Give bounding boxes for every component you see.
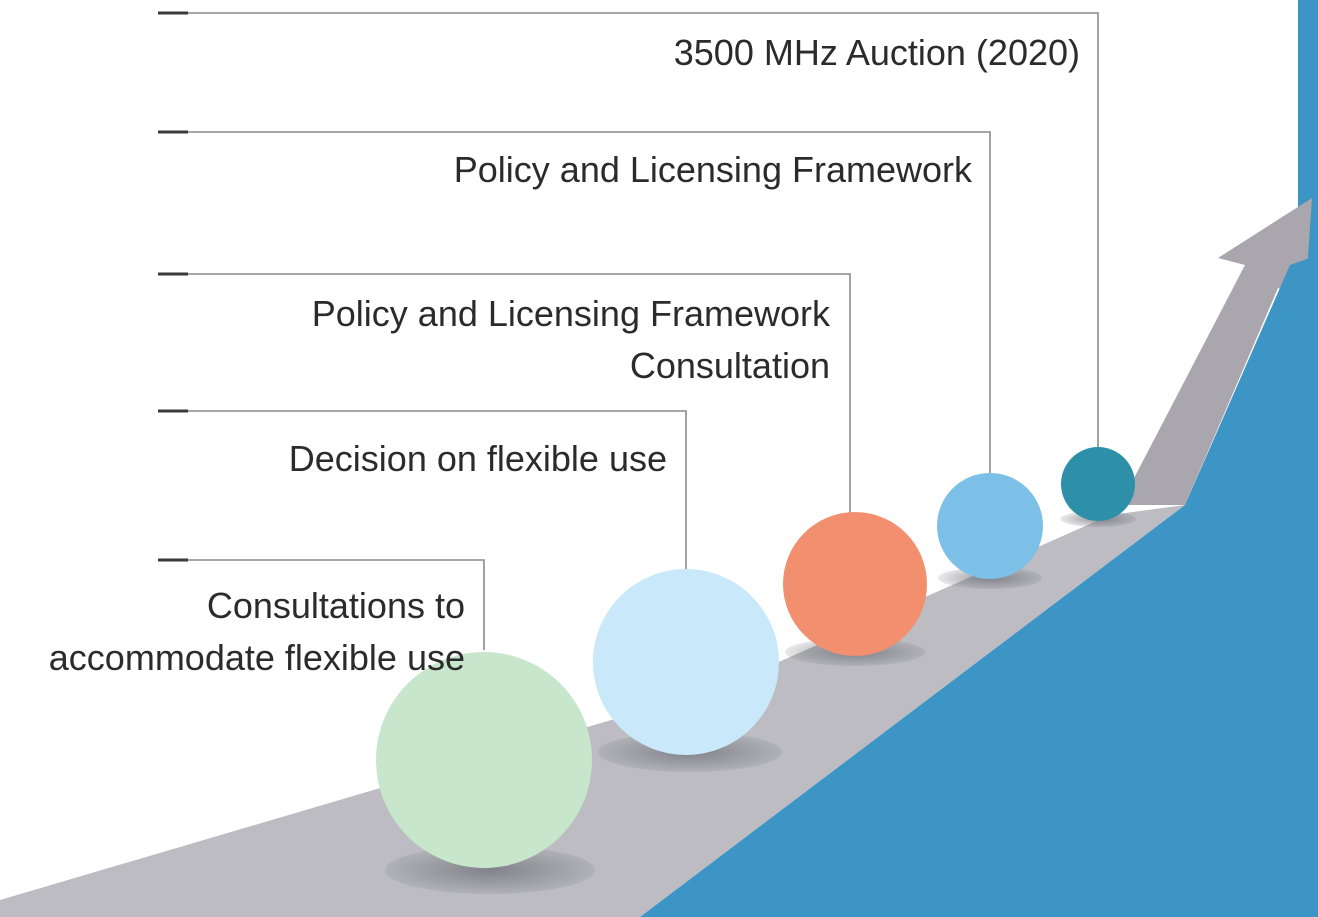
leader-line-5 — [158, 12, 1099, 448]
blue-block — [640, 255, 1318, 917]
sphere-5 — [1061, 447, 1135, 521]
step-label-framework-consultation: Policy and Licensing Framework Consultat… — [312, 288, 830, 392]
leader-line-1 — [158, 559, 485, 650]
rising-arrow — [1120, 198, 1312, 505]
step-label-line: accommodate flexible use — [48, 637, 465, 678]
sphere-3 — [783, 512, 927, 656]
step-label-line: Decision on flexible use — [288, 438, 667, 479]
step-label-line: 3500 MHz Auction (2020) — [673, 32, 1080, 73]
step-label-line: Consultations to — [206, 585, 465, 626]
ramp — [0, 505, 1185, 917]
sphere-1 — [376, 652, 592, 868]
leader-ticks — [158, 11, 188, 562]
shadow-1 — [385, 846, 595, 894]
spheres — [376, 447, 1135, 868]
leader-line-4 — [158, 131, 991, 474]
leader-line-3 — [158, 273, 851, 514]
leader-lines — [158, 12, 1099, 650]
step-label-line: Consultation — [629, 345, 830, 386]
step-label-line: Policy and Licensing Framework — [311, 293, 830, 334]
step-label-decision: Decision on flexible use — [289, 433, 667, 485]
step-label-line: Policy and Licensing Framework — [453, 149, 972, 190]
sphere-4 — [937, 473, 1043, 579]
sphere-2 — [593, 569, 779, 755]
step-label-framework: Policy and Licensing Framework — [454, 144, 972, 196]
step-label-auction: 3500 MHz Auction (2020) — [674, 27, 1080, 79]
leader-line-2 — [158, 410, 687, 570]
step-label-consultations: Consultations to accommodate flexible us… — [49, 580, 465, 684]
